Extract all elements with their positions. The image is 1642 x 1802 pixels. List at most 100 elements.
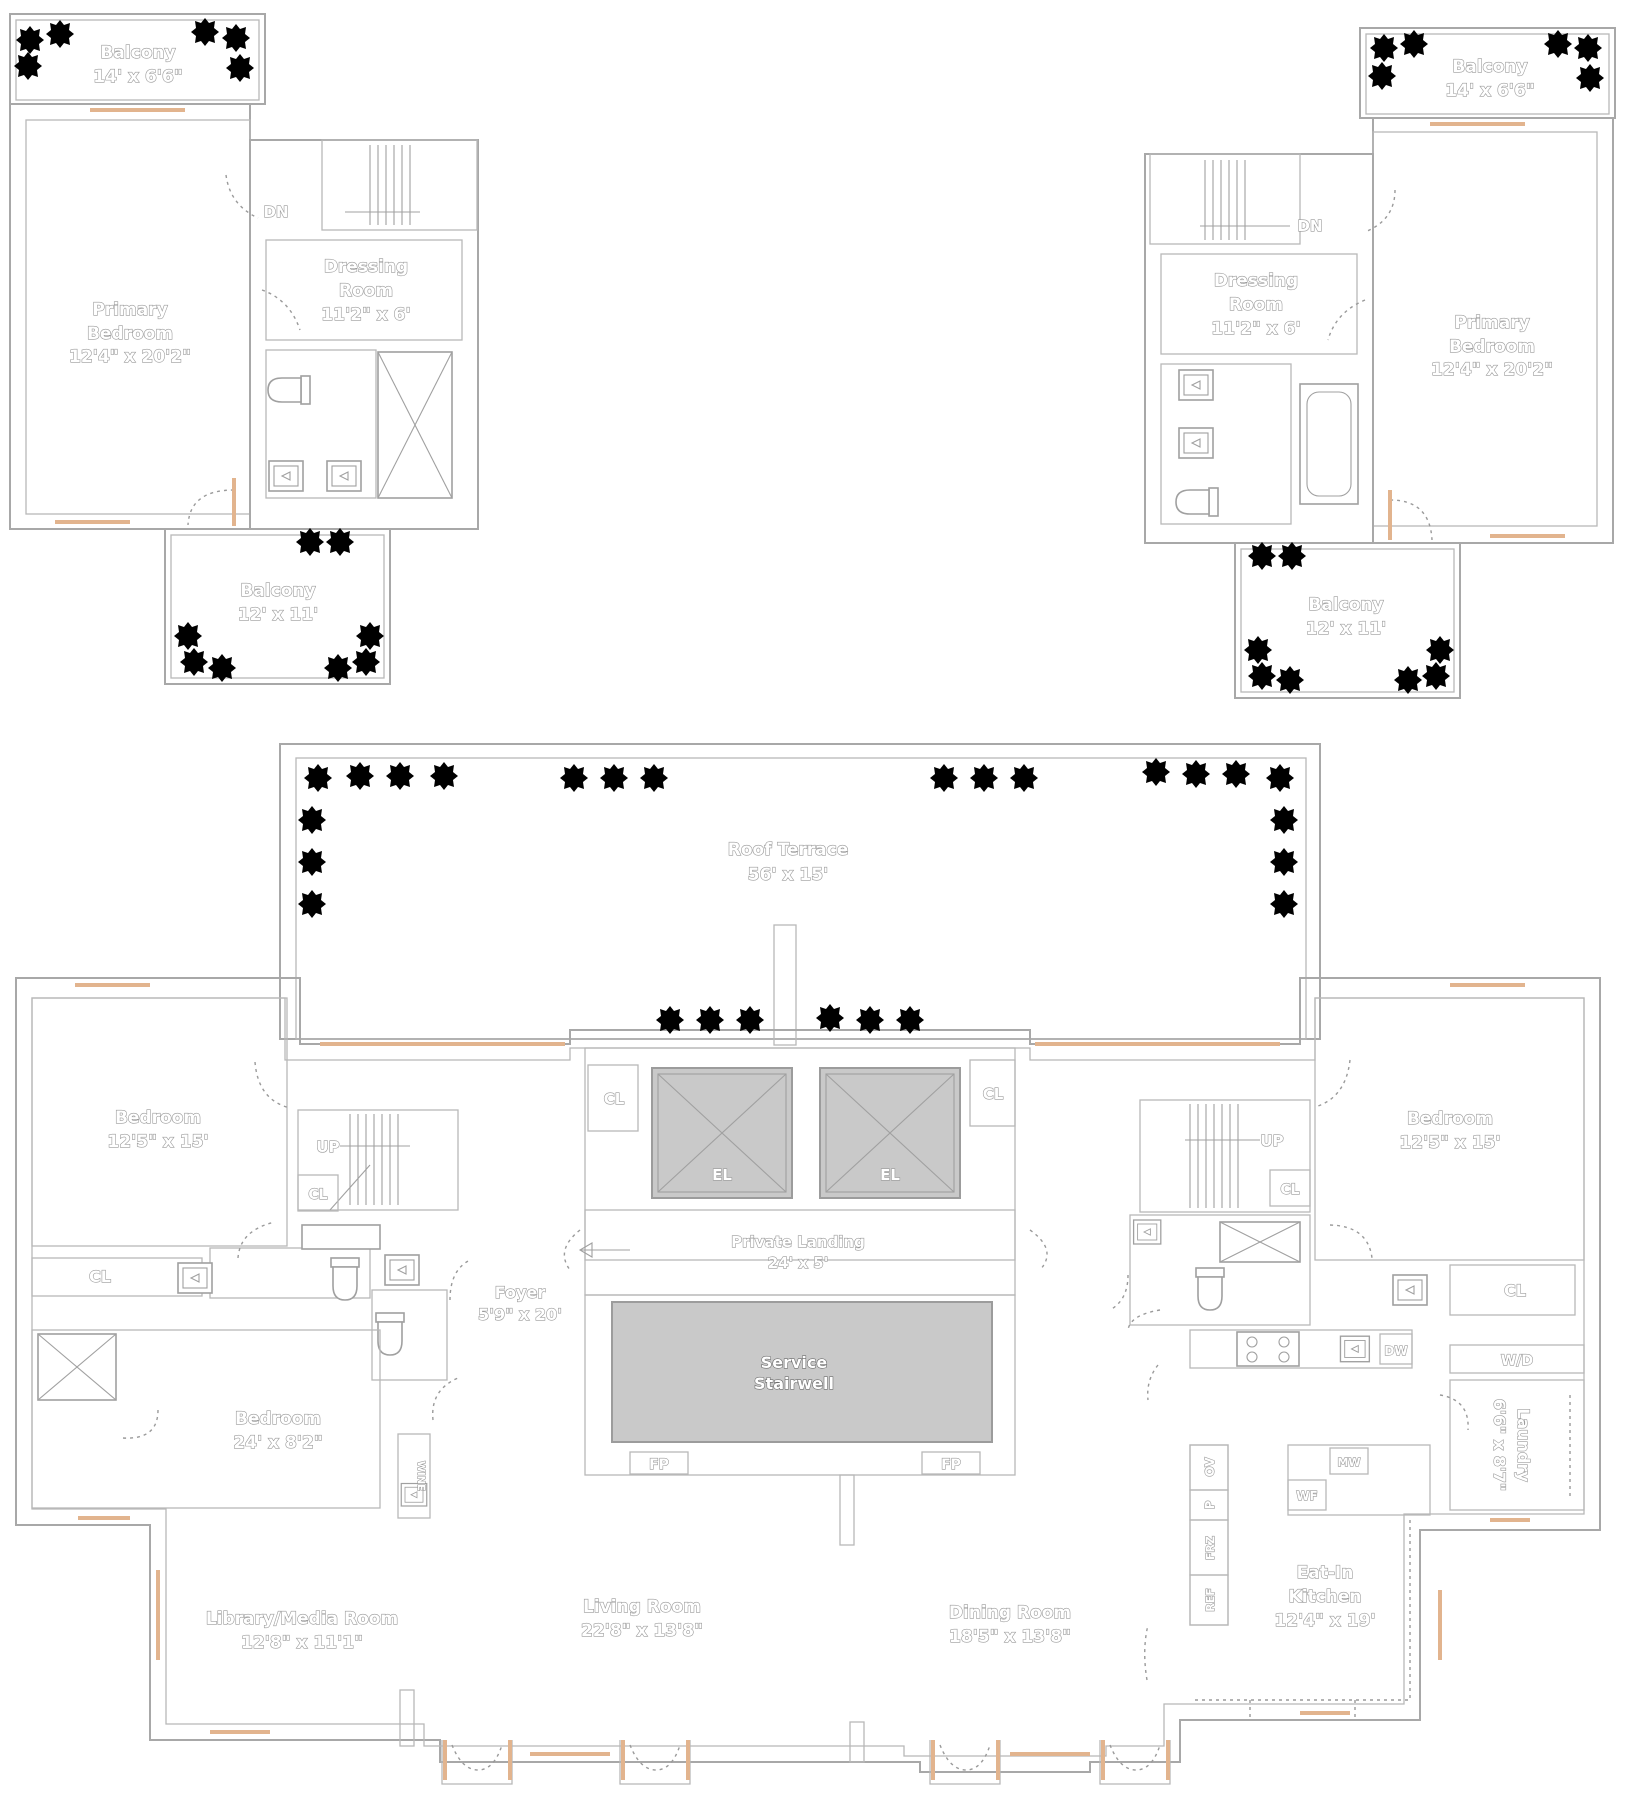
bedroom-left-bottom-name: Bedroom: [235, 1409, 321, 1429]
microwave-label: MW: [1337, 1456, 1360, 1469]
balcony-top-left-size: 14' x 6'6": [93, 67, 182, 87]
bedroom-right-size: 12'5" x 15': [1399, 1133, 1500, 1153]
washer-dryer: [1449, 1344, 1585, 1374]
stair-icon: [345, 145, 420, 225]
freezer-label: FRZ: [1204, 1536, 1217, 1560]
bathtub-icon: [1299, 383, 1359, 505]
bedroom-right-outline: [1314, 997, 1585, 1261]
balcony-bottom-right-name: Balcony: [1308, 595, 1383, 615]
roof-terrace-name: Roof Terrace: [728, 840, 848, 860]
laundry-name: Laundry: [1514, 1408, 1533, 1482]
closet-core-right: [969, 1059, 1016, 1127]
stair-up-right: UP: [1260, 1132, 1283, 1150]
stair-icon: [329, 1114, 410, 1211]
closet-left-top: [31, 1257, 203, 1297]
oven-label: OV: [1203, 1457, 1217, 1477]
sink-icon: [1339, 1335, 1371, 1363]
closet-core-right-label: CL: [983, 1085, 1004, 1103]
elevator-right-label: EL: [880, 1166, 900, 1184]
private-landing-size: 24' x 5': [768, 1254, 829, 1272]
roof-terrace-outline: [279, 743, 1321, 1040]
dressing-room-right-size: 11'2" x 6': [1211, 319, 1300, 339]
roof-terrace-size: 56' x 15': [748, 865, 829, 885]
wine-cooler-label: WINE: [415, 1461, 426, 1491]
bedroom-left-bottom-outline: [31, 1329, 381, 1509]
closet-right: [1449, 1264, 1576, 1316]
wine-fridge-label: WF: [1296, 1489, 1317, 1503]
bedroom-right-name: Bedroom: [1407, 1109, 1493, 1129]
private-landing-name: Private Landing: [731, 1233, 865, 1251]
sink-icon: [384, 1254, 420, 1286]
elevator-left-label: EL: [712, 1166, 732, 1184]
balcony-top-right-name: Balcony: [1452, 57, 1527, 77]
fp-right: [921, 1451, 981, 1475]
closet-core-left: [587, 1064, 639, 1132]
primary-bedroom-left-size: 12'4" x 20'2": [69, 347, 191, 367]
fp-right-label: FP: [941, 1457, 961, 1473]
toilet-icon: [1195, 1267, 1225, 1311]
bedroom-left-top-name: Bedroom: [115, 1108, 201, 1128]
fp-left: [629, 1451, 689, 1475]
closet-left-stair-label: CL: [308, 1187, 327, 1203]
bedroom-left-top-outline: [31, 997, 288, 1247]
service-stairwell-outline: [611, 1301, 993, 1443]
dining-room-size: 18'5" x 13'8": [949, 1627, 1071, 1647]
pantry-label: P: [1203, 1500, 1217, 1509]
main-floor: Roof Terrace 56' x 15' Bedroom 12'5" x 1…: [15, 743, 1601, 1785]
closet-right-stair-label: CL: [1280, 1182, 1299, 1198]
balcony-bottom-right-outline: [1234, 542, 1461, 699]
sink-icon: [1392, 1274, 1428, 1306]
toilet-icon: [1175, 487, 1219, 517]
dining-room-name: Dining Room: [949, 1603, 1071, 1623]
closet-left-stair: [297, 1174, 339, 1212]
closet-right-label: CL: [1504, 1281, 1526, 1300]
balcony-bottom-left-size: 12' x 11': [238, 605, 319, 625]
stair-dn-left: DN: [263, 203, 288, 221]
refrigerator: [1189, 1574, 1229, 1626]
primary-bedroom-right-size: 12'4" x 20'2": [1431, 360, 1553, 380]
refrigerator-label: REF: [1204, 1588, 1217, 1612]
sink-icon: [177, 1262, 213, 1294]
closet-right-stair: [1269, 1169, 1311, 1207]
foyer-size: 5'9" x 20': [478, 1305, 562, 1324]
balcony-bottom-right-size: 12' x 11': [1306, 619, 1387, 639]
living-room-size: 22'8" x 13'8": [581, 1621, 703, 1641]
window-bays: [441, 1740, 1171, 1785]
stove-icon: [1236, 1331, 1300, 1367]
balcony-top-right-size: 14' x 6'6": [1445, 81, 1534, 101]
closet-core-left-label: CL: [604, 1090, 625, 1108]
sink-icon: [268, 460, 304, 492]
stair-icon: [1200, 160, 1290, 240]
stair-dn-right: DN: [1297, 217, 1322, 235]
fp-left-label: FP: [649, 1457, 669, 1473]
bedroom-left-bottom-size: 24' x 8'2": [233, 1433, 322, 1453]
dishwasher: [1379, 1333, 1413, 1365]
library-name: Library/Media Room: [206, 1609, 398, 1629]
living-room-name: Living Room: [583, 1597, 701, 1617]
microwave: [1329, 1447, 1369, 1475]
laundry-outline: [1449, 1379, 1585, 1511]
sink-icon: [326, 460, 362, 492]
bathtub-icon: [301, 1224, 381, 1250]
balcony-bottom-left-outline: [164, 528, 391, 685]
foyer-name: Foyer: [495, 1283, 546, 1302]
toilet-icon: [267, 375, 311, 405]
toilet-icon: [330, 1257, 360, 1301]
wine-fridge: [1287, 1479, 1327, 1511]
dressing-room-left-size: 11'2" x 6': [321, 305, 410, 325]
potted-plant-icon: [298, 758, 1298, 1034]
private-landing-outline: [584, 1209, 1016, 1296]
kitchen-size: 12'4" x 19': [1274, 1611, 1375, 1631]
sink-icon: [1178, 369, 1214, 401]
main-floor-outline: [15, 977, 1601, 1773]
dishwasher-label: DW: [1384, 1344, 1407, 1358]
dressing-room-left-outline: [265, 239, 463, 341]
